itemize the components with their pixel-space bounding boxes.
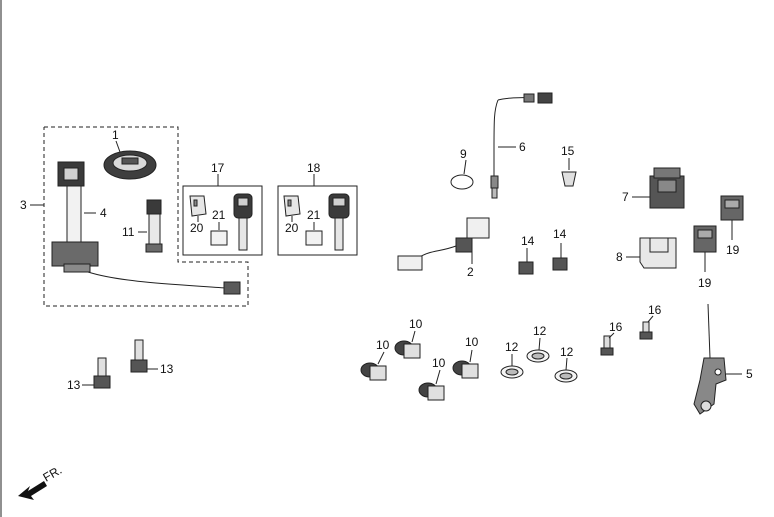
relay-19-upper: [720, 195, 744, 221]
key-set-box-17: [182, 185, 263, 256]
callout-20b: 20: [285, 221, 299, 235]
leader-16b: [647, 315, 654, 323]
callout-10b: 10: [409, 317, 423, 331]
callout-19b: 19: [698, 276, 712, 290]
callout-13b: 13: [160, 362, 174, 376]
callout-14b: 14: [553, 227, 567, 241]
bolt-16-a: [600, 335, 614, 356]
leader-10c: [435, 369, 441, 385]
callout-19a: 19: [726, 243, 740, 257]
fuse-14-left: [518, 261, 534, 275]
connector-harness-part: [397, 217, 490, 271]
callout-8: 8: [616, 250, 623, 264]
callout-7: 7: [622, 190, 629, 204]
callout-18: 18: [307, 161, 321, 175]
callout-10d: 10: [465, 335, 479, 349]
grommet-10-c: [418, 382, 445, 401]
leader-10d: [469, 349, 473, 363]
callout-12b: 12: [533, 324, 547, 338]
bolt-16-b: [639, 321, 653, 340]
relay-19-lower: [693, 225, 717, 253]
grommet-10-a: [360, 362, 387, 381]
callout-6: 6: [519, 140, 526, 154]
washer-12-a: [500, 365, 524, 379]
fuse-14-right: [552, 257, 568, 271]
bolt-13-lower: [93, 357, 111, 389]
leader-1: [115, 140, 121, 153]
sensor-cable-part: [490, 92, 553, 199]
callout-12a: 12: [505, 340, 519, 354]
ignition-switch-part: [51, 161, 241, 295]
leader-9: [463, 159, 467, 175]
callout-20a: 20: [190, 221, 204, 235]
front-direction-arrow-icon: [18, 481, 47, 500]
callout-1: 1: [112, 128, 119, 142]
callout-5: 5: [746, 367, 753, 381]
clip-part: [450, 174, 474, 190]
relay-cover-part: [639, 237, 677, 269]
callout-4: 4: [100, 206, 107, 220]
callout-16a: 16: [609, 320, 623, 334]
leader-10b: [411, 330, 416, 343]
key-tag-20a: [189, 195, 207, 217]
callout-15: 15: [561, 144, 575, 158]
key-20a-blank: [233, 193, 253, 251]
callout-11: 11: [122, 225, 135, 239]
callout-10a: 10: [376, 338, 390, 352]
seat-lock-part: [145, 199, 163, 253]
callout-21b: 21: [307, 208, 321, 222]
leader-10a: [377, 351, 385, 365]
callout-17: 17: [211, 161, 225, 175]
key-card-21a: [210, 230, 228, 246]
callout-9: 9: [460, 147, 467, 161]
leader-12b: [538, 337, 541, 351]
callout-10c: 10: [432, 356, 446, 370]
ignition-group-outline: [43, 126, 249, 307]
leader-12c: [565, 357, 568, 371]
socket-part: [561, 171, 577, 187]
callout-12c: 12: [560, 345, 574, 359]
sidestand-switch-part: [693, 303, 727, 415]
bolt-13-upper: [130, 339, 148, 373]
leader-16a: [608, 332, 615, 339]
callout-21a: 21: [212, 208, 226, 222]
washer-12-c: [554, 369, 578, 383]
callout-3: 3: [20, 198, 27, 212]
grommet-10-d: [452, 360, 479, 379]
callout-2: 2: [467, 265, 474, 279]
key-set-box-18: [277, 185, 358, 256]
key-18-blank: [328, 193, 350, 251]
fuel-cap-part: [103, 150, 157, 180]
callout-13a: 13: [67, 378, 81, 392]
key-card-21b: [305, 230, 323, 246]
key-tag-20b: [283, 195, 301, 217]
callout-16b: 16: [648, 303, 662, 317]
starter-relay-part: [649, 167, 685, 209]
washer-12-b: [526, 349, 550, 363]
callout-14a: 14: [521, 234, 535, 248]
grommet-10-b: [394, 340, 421, 359]
